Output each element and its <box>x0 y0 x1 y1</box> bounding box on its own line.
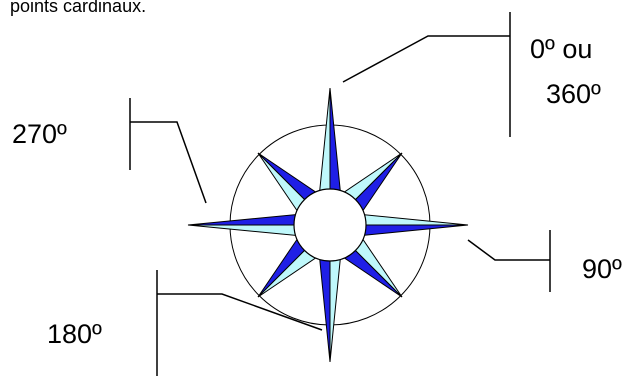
leader-north <box>343 36 510 82</box>
leader-east <box>468 240 550 260</box>
label-west: 270º <box>12 119 67 149</box>
leader-south <box>157 294 322 330</box>
label-south: 180º <box>47 319 102 349</box>
label-north-line1: 0º ou <box>530 34 592 64</box>
label-north-line2: 360º <box>546 79 601 109</box>
leader-west <box>130 122 206 203</box>
caption-text: points cardinaux. <box>10 0 146 16</box>
compass-center-hub <box>294 189 366 261</box>
label-east: 90º <box>582 254 622 284</box>
